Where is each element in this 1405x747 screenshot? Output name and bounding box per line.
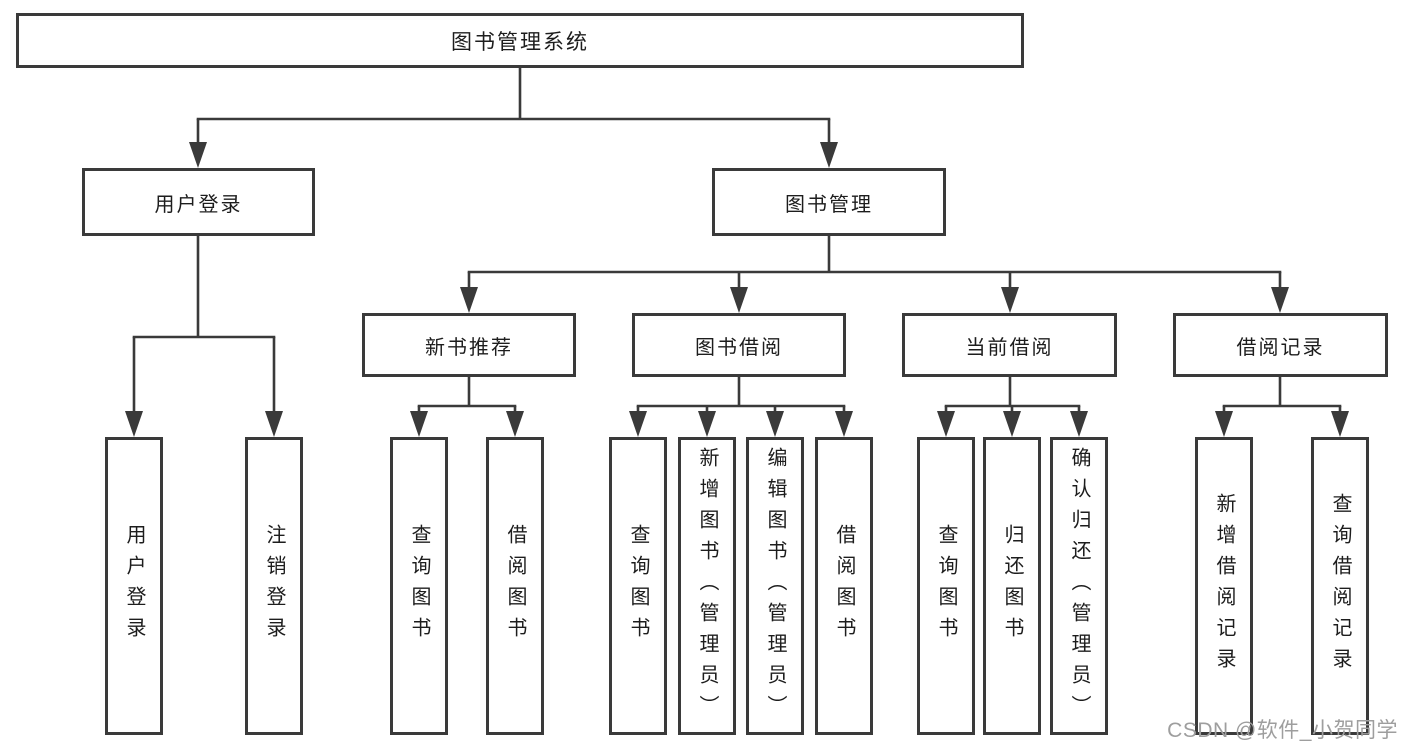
node-new-book-recommendation: 新书推荐	[362, 313, 576, 377]
node-edit-books-admin: 编辑图书（管理员）	[746, 437, 804, 735]
node-query-books-recommend: 查询图书	[390, 437, 448, 735]
node-book-management: 图书管理	[712, 168, 946, 236]
node-add-books-admin: 新增图书（管理员）	[678, 437, 736, 735]
csdn-watermark: CSDN @软件_小贺同学	[1167, 719, 1398, 742]
node-confirm-return-admin: 确认归还（管理员）	[1050, 437, 1108, 735]
node-logout: 注销登录	[245, 437, 303, 735]
node-borrow-books-borrowing: 借阅图书	[815, 437, 873, 735]
node-add-borrow-record: 新增借阅记录	[1195, 437, 1253, 735]
node-library-management-system: 图书管理系统	[16, 13, 1024, 68]
node-query-books-current: 查询图书	[917, 437, 975, 735]
node-user-login: 用户登录	[82, 168, 315, 236]
node-return-books: 归还图书	[983, 437, 1041, 735]
node-borrow-books-recommend: 借阅图书	[486, 437, 544, 735]
node-user-login-action: 用户登录	[105, 437, 163, 735]
node-borrowing-records: 借阅记录	[1173, 313, 1388, 377]
node-query-borrow-record: 查询借阅记录	[1311, 437, 1369, 735]
node-query-books-borrowing: 查询图书	[609, 437, 667, 735]
node-current-borrowing: 当前借阅	[902, 313, 1117, 377]
node-book-borrowing: 图书借阅	[632, 313, 846, 377]
